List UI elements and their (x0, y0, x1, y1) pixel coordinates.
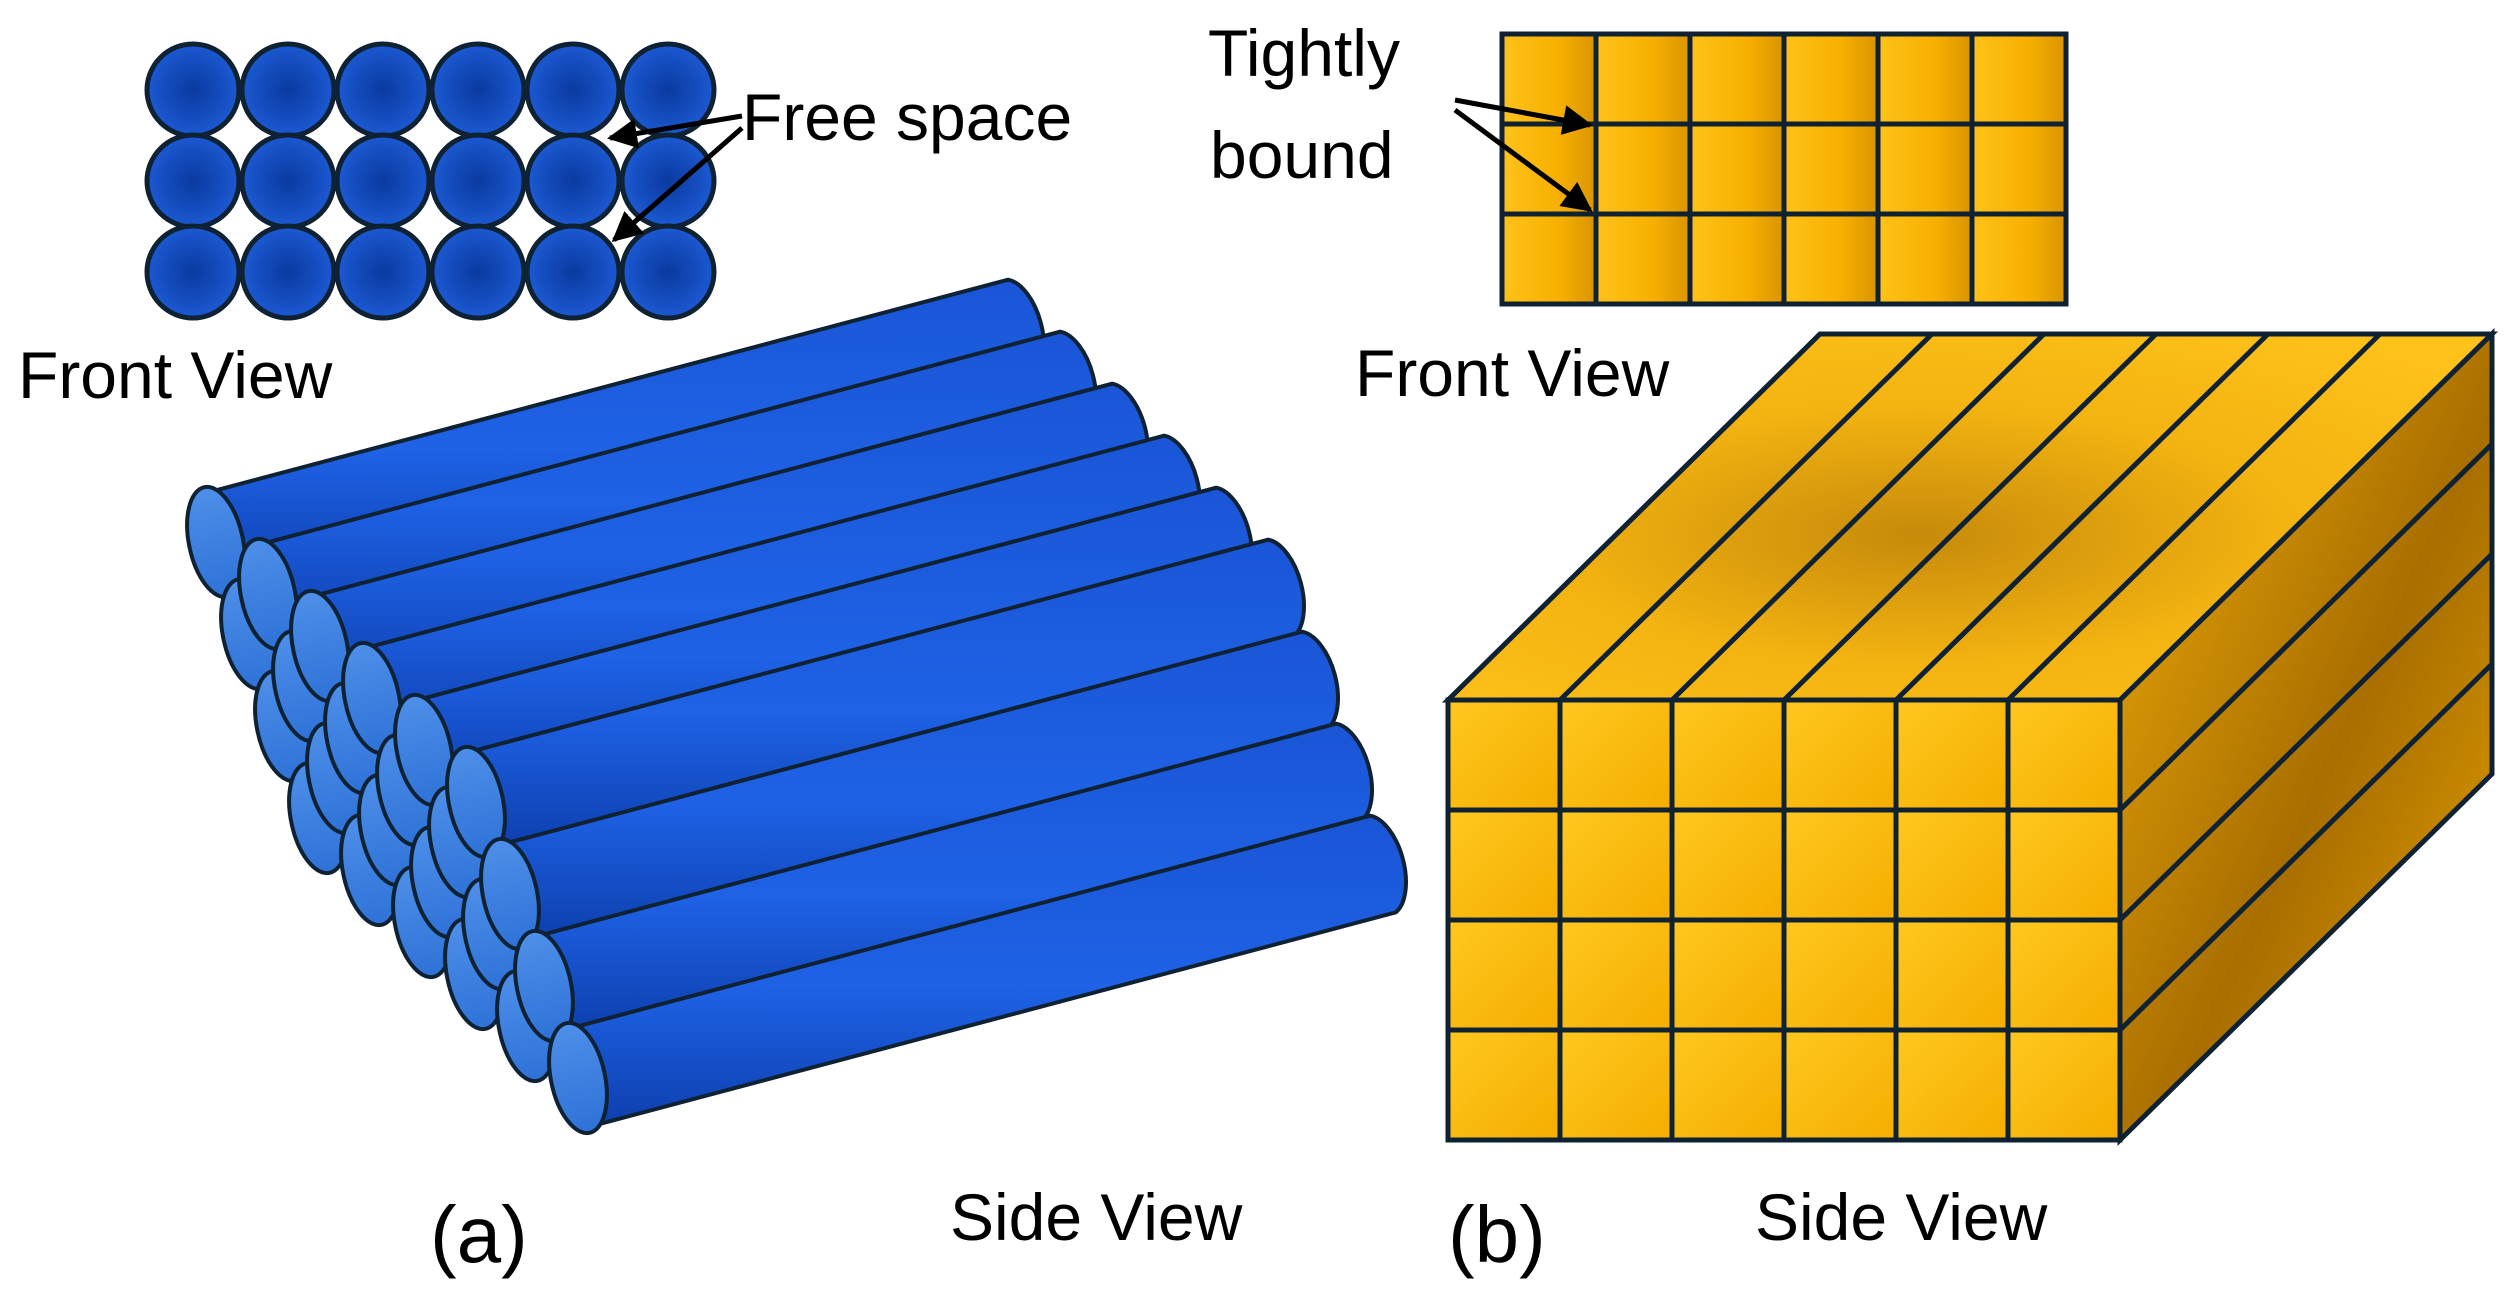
front-fiber-circle (524, 132, 622, 230)
block-front-cell (1781, 1027, 1899, 1143)
front-fiber-circle (334, 223, 432, 321)
annotation-arrow (611, 126, 744, 242)
front-fiber-square (1687, 31, 1787, 127)
front-fiber-square (1593, 211, 1693, 307)
block-front-cell (1669, 1027, 1787, 1143)
fiber-cylinder-cap (547, 1020, 609, 1136)
front-fiber-square (1687, 211, 1787, 307)
front-fiber-circle (239, 41, 337, 139)
panel-a-label: (a) (430, 1190, 528, 1279)
block-side-fiber-line (2118, 442, 2494, 812)
panel-b-front-view-label: Front View (1355, 336, 1670, 410)
front-fiber-circle (429, 223, 527, 321)
annotation-arrow (1453, 107, 1593, 213)
block-front-cell (1445, 917, 1563, 1033)
block-top-fiber-line (1894, 332, 2270, 702)
block-front-cell (1893, 917, 2011, 1033)
annotation-arrow (1454, 97, 1593, 135)
free-space-label: Free space (742, 80, 1072, 154)
panel-a-side-view-label: Side View (950, 1180, 1243, 1254)
block-top-fiber-line (2006, 332, 2382, 702)
block-front-cell (2005, 697, 2123, 813)
front-fiber-square (1875, 31, 1975, 127)
block-front-cell (1669, 917, 1787, 1033)
block-front-cell (2005, 807, 2123, 923)
block-front-cell (1781, 917, 1899, 1033)
front-fiber-circle (239, 132, 337, 230)
front-fiber-circle (144, 132, 242, 230)
block-front-cell (1557, 807, 1675, 923)
panel-a-front-view-circles (144, 41, 717, 321)
panel-b-side-view-label: Side View (1755, 1180, 2048, 1254)
front-fiber-square (1499, 121, 1599, 217)
block-front-cell (1445, 807, 1563, 923)
front-fiber-circle (144, 41, 242, 139)
block-side-fiber-line (2118, 662, 2494, 1032)
block-front-cell (1781, 807, 1899, 923)
block-front-cell (1781, 697, 1899, 813)
front-fiber-circle (619, 132, 717, 230)
block-top-fiber-line (1558, 332, 1934, 702)
block-front-cell (1669, 807, 1787, 923)
fiber-cylinder-body (562, 813, 1408, 1129)
front-fiber-square (1781, 211, 1881, 307)
front-fiber-square (1969, 121, 2069, 217)
annotation-arrows (607, 97, 1593, 242)
front-fiber-square (1499, 211, 1599, 307)
front-fiber-circle (334, 41, 432, 139)
front-fiber-square (1687, 121, 1787, 217)
front-fiber-square (1781, 31, 1881, 127)
block-front-cell (1557, 917, 1675, 1033)
block-top-fiber-line (1670, 332, 2046, 702)
block-front-cell (1669, 697, 1787, 813)
block-top-fiber-line (1782, 332, 2158, 702)
front-fiber-circle (429, 132, 527, 230)
block-front-cell (1557, 1027, 1675, 1143)
panel-a-cylinder-stack (185, 277, 1408, 1136)
front-fiber-square (1875, 211, 1975, 307)
panel-b-block (1441, 328, 2499, 1146)
block-front-cell (1893, 807, 2011, 923)
block-front-cell (1893, 1027, 2011, 1143)
block-side-fiber-line (2118, 552, 2494, 922)
front-fiber-square (1781, 121, 1881, 217)
fiber-cylinder (547, 813, 1408, 1136)
front-fiber-square (1593, 31, 1693, 127)
block-front-cell (1445, 1027, 1563, 1143)
front-fiber-square (1875, 121, 1975, 217)
front-fiber-circle (239, 223, 337, 321)
front-fiber-circle (144, 223, 242, 321)
front-fiber-square (1593, 121, 1693, 217)
front-fiber-square (1969, 211, 2069, 307)
bound-label: bound (1210, 118, 1394, 192)
block-front-cell (2005, 1027, 2123, 1143)
front-fiber-square (1969, 31, 2069, 127)
front-fiber-circle (524, 41, 622, 139)
block-front-cell (2005, 917, 2123, 1033)
block-front-cell (1893, 697, 2011, 813)
annotation-arrow (607, 113, 743, 149)
block-front-cell (1445, 697, 1563, 813)
front-fiber-circle (619, 223, 717, 321)
front-fiber-circle (334, 132, 432, 230)
panel-b-front-view-squares (1499, 31, 2069, 307)
front-fiber-circle (524, 223, 622, 321)
panel-b-label: (b) (1448, 1190, 1546, 1279)
block-front-cell (1557, 697, 1675, 813)
tightly-label: Tightly (1208, 16, 1400, 90)
front-fiber-circle (429, 41, 527, 139)
panel-a-front-view-label: Front View (18, 338, 333, 412)
